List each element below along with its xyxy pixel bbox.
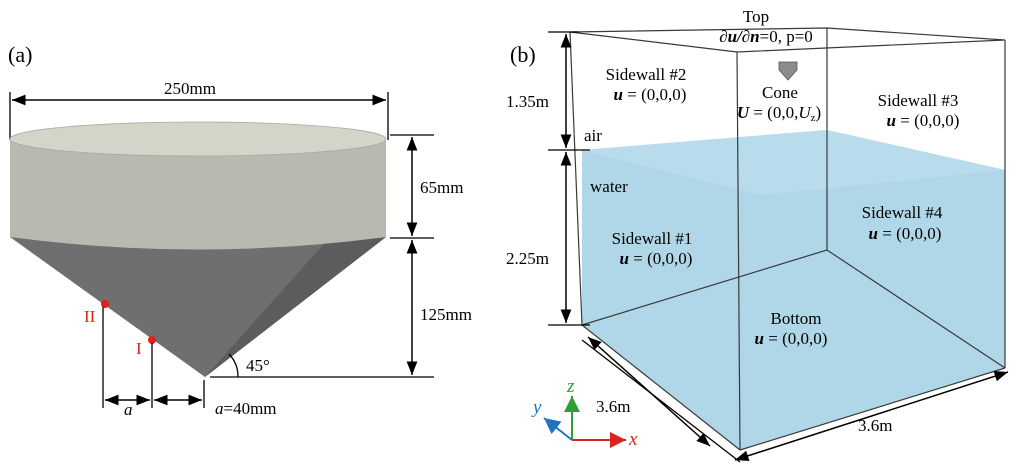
air-label: air [584,126,602,145]
a-value-label: a=40mm [215,399,277,418]
sidewall-3-title: Sidewall #3 [878,91,959,110]
panel-b-label: (b) [510,42,536,67]
point-ii-label: II [84,307,96,326]
sidewall-1-bc: u = (0,0,0) [620,249,693,268]
water-label: water [590,177,628,196]
top-title: Top [743,7,769,26]
depth-dim-line [587,336,711,447]
diameter-label: 250mm [164,79,216,98]
point-i-label: I [136,339,142,358]
sidewall-4-bc: u = (0,0,0) [869,224,942,243]
cylinder-side [10,140,386,250]
width-dim-line [734,371,1009,461]
width-label: 3.6m [858,416,892,435]
bottom-title: Bottom [770,309,821,328]
air-height-label: 1.35m [506,92,549,111]
sidewall-2-title: Sidewall #2 [606,65,687,84]
depth-label: 3.6m [596,397,630,416]
water-surface [582,130,1005,195]
axis-triad: x z y [531,376,638,450]
point-ii-marker [101,300,109,308]
panel-a-label: (a) [8,42,32,67]
cone-height-label: 125mm [420,305,472,324]
bottom-bc: u = (0,0,0) [755,329,828,348]
cylinder-top [9,121,387,157]
sidewall-3-bc: u = (0,0,0) [887,111,960,130]
panel-a: (a) 250mm 65mm 125mm 45° II I [8,42,472,419]
sidewall-1-title: Sidewall #1 [612,229,693,248]
angle-arc [228,353,239,378]
cone-body [10,237,386,377]
panel-b: (b) 1.35m 2.25m 3.6m 3.6m T [506,7,1009,463]
cone-object [778,61,798,81]
cone-shade [205,237,386,377]
sidewall-4-title: Sidewall #4 [862,203,943,222]
top-bc: ∂u/∂n=0, p=0 [719,27,813,46]
a-symbol-label: a [124,400,133,419]
cone-title: Cone [762,83,798,102]
y-axis-arrow [543,417,573,441]
z-axis-label: z [566,376,575,397]
sidewall-2-bc: u = (0,0,0) [614,85,687,104]
x-axis-label: x [628,429,638,450]
water-height-label: 2.25m [506,249,549,268]
y-axis-label: y [531,397,542,418]
cyl-height-label: 65mm [420,178,463,197]
cone-bc: U = (0,0,Uz) [737,103,821,124]
point-i-marker [148,336,156,344]
angle-label: 45° [246,356,270,375]
